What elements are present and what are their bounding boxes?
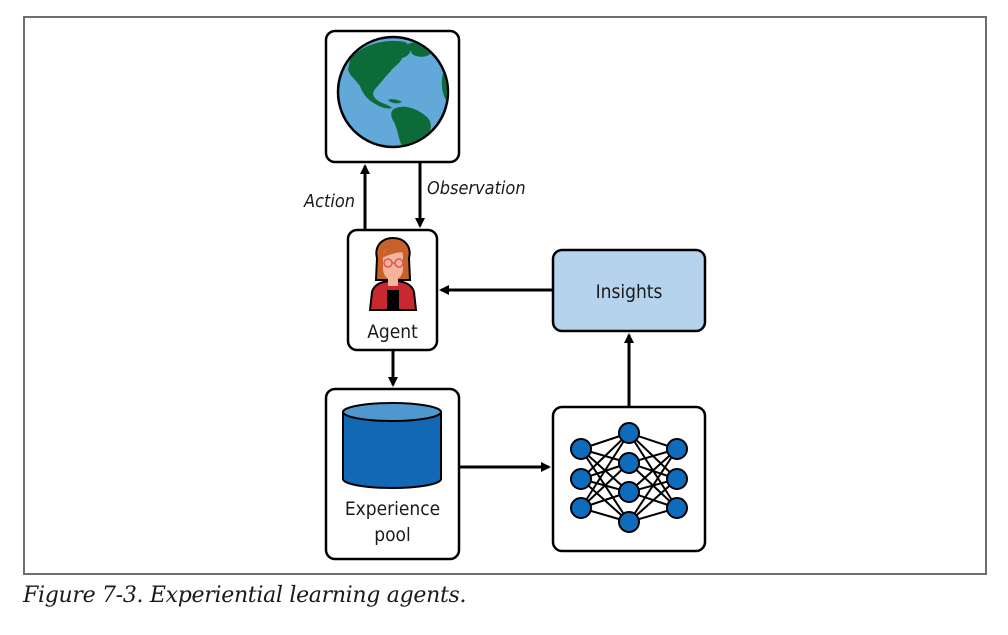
agent-label: Agent [367,321,418,343]
nn-node [666,497,688,519]
experience-pool-node: Experience pool [324,387,461,561]
figure-caption: Figure 7-3. Experiential learning agents… [23,583,467,608]
database-icon [342,402,442,489]
nn-node [570,497,592,519]
neural-network-icon [570,422,688,533]
observation-label: Observation [427,178,526,199]
nn-node [618,481,640,503]
nn-node [570,468,592,490]
agent-node: Agent [346,228,439,352]
figure-frame [23,16,987,575]
insights-node: Insights [551,248,707,333]
nn-edge [580,432,630,509]
nn-node [570,438,592,460]
nn-edge [628,448,678,523]
environment-node [324,29,461,164]
action-label: Action [303,191,355,212]
nn-node [666,438,688,460]
model-node [551,405,707,553]
nn-edge [580,432,630,480]
experience-pool-label-line2: pool [374,524,411,546]
nn-node [618,511,640,533]
nn-node [666,468,688,490]
insights-label: Insights [596,281,663,303]
experience-pool-label-line1: Experience [345,498,440,520]
nn-node [618,422,640,444]
person-icon [368,236,418,311]
globe-icon [336,35,450,149]
nn-node [618,452,640,474]
